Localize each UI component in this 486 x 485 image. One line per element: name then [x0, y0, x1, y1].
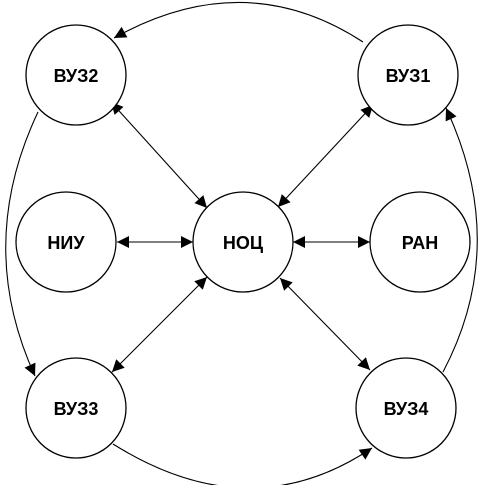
node-ran-label: РАН — [402, 233, 438, 253]
edge-noc-vuz1 — [277, 104, 374, 208]
node-vuz4: ВУЗ4 — [355, 357, 457, 459]
node-noc-label: НОЦ — [223, 233, 264, 253]
edge-vuz1-to-vuz2 — [113, 1, 364, 43]
node-vuz4-label: ВУЗ4 — [384, 399, 429, 419]
edge-noc-vuz3 — [111, 276, 208, 373]
node-vuz3-label: ВУЗ3 — [54, 399, 99, 419]
node-niu: НИУ — [15, 191, 117, 293]
node-vuz1: ВУЗ1 — [357, 24, 459, 126]
edge-vuz3-to-vuz4 — [112, 443, 373, 485]
node-vuz2-label: ВУЗ2 — [54, 66, 99, 86]
edge-vuz2-to-vuz3 — [5, 111, 39, 377]
node-vuz2: ВУЗ2 — [25, 24, 127, 126]
edge-noc-vuz4 — [279, 277, 371, 371]
edge-noc-vuz2 — [110, 101, 208, 209]
node-noc: НОЦ — [192, 191, 294, 293]
node-vuz3: ВУЗ3 — [25, 357, 127, 459]
edge-vuz4-to-vuz1 — [442, 107, 478, 373]
node-ran: РАН — [369, 191, 471, 293]
node-vuz1-label: ВУЗ1 — [386, 66, 431, 86]
node-niu-label: НИУ — [47, 233, 85, 253]
